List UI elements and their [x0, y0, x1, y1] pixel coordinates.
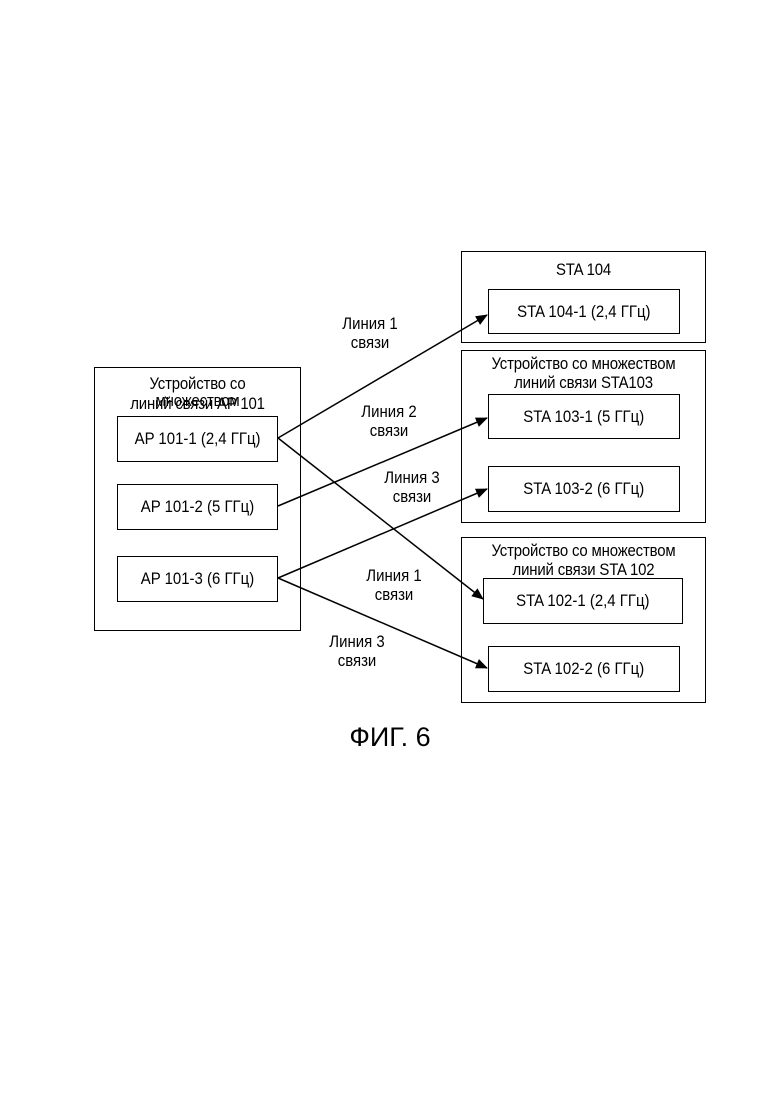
link-label-5-line2: связи [313, 651, 401, 670]
sta103-1-label: STA 103-1 (5 ГГц) [524, 407, 645, 427]
sta102-title-line1: Устройство со множеством [477, 542, 691, 559]
sta103-2-label: STA 103-2 (6 ГГц) [524, 479, 645, 499]
sta102-2-link-box: STA 102-2 (6 ГГц) [488, 646, 680, 692]
sta102-1-label: STA 102-1 (2,4 ГГц) [516, 591, 649, 611]
sta102-title-line2: линий связи STA 102 [477, 561, 691, 578]
link-label-1-line1: Линия 1 [326, 314, 414, 333]
sta104-1-link-box: STA 104-1 (2,4 ГГц) [488, 289, 680, 334]
link-label-5-line1: Линия 3 [313, 632, 401, 651]
ap101-3-label: AP 101-3 (6 ГГц) [141, 569, 254, 589]
link-label-2-line1: Линия 2 [345, 402, 433, 421]
ap101-title-line2: линий связи AP 101 [107, 395, 287, 412]
sta103-title-line1: Устройство со множеством [477, 355, 691, 372]
figure-caption: ФИГ. 6 [0, 722, 780, 753]
link-label-3: Линия 3 связи [368, 468, 456, 506]
link-label-4: Линия 1 связи [350, 566, 438, 604]
sta102-1-link-box: STA 102-1 (2,4 ГГц) [483, 578, 683, 624]
link-label-4-line1: Линия 1 [350, 566, 438, 585]
link-label-2-line2: связи [345, 421, 433, 440]
ap101-1-label: AP 101-1 (2,4 ГГц) [135, 429, 261, 449]
ap101-2-label: AP 101-2 (5 ГГц) [141, 497, 254, 517]
link-label-1-line2: связи [326, 333, 414, 352]
sta103-1-link-box: STA 103-1 (5 ГГц) [488, 394, 680, 439]
sta102-2-label: STA 102-2 (6 ГГц) [524, 659, 645, 679]
sta103-title-line2: линий связи STA103 [477, 374, 691, 391]
link-label-4-line2: связи [350, 585, 438, 604]
sta104-title: STA 104 [477, 261, 691, 278]
link-label-3-line1: Линия 3 [368, 468, 456, 487]
sta104-1-label: STA 104-1 (2,4 ГГц) [517, 302, 650, 322]
ap101-1-link-box: AP 101-1 (2,4 ГГц) [117, 416, 278, 462]
link-label-1: Линия 1 связи [326, 314, 414, 352]
link-label-2: Линия 2 связи [345, 402, 433, 440]
ap101-2-link-box: AP 101-2 (5 ГГц) [117, 484, 278, 530]
link-label-3-line2: связи [368, 487, 456, 506]
link-label-5: Линия 3 связи [313, 632, 401, 670]
sta103-2-link-box: STA 103-2 (6 ГГц) [488, 466, 680, 512]
ap101-3-link-box: AP 101-3 (6 ГГц) [117, 556, 278, 602]
